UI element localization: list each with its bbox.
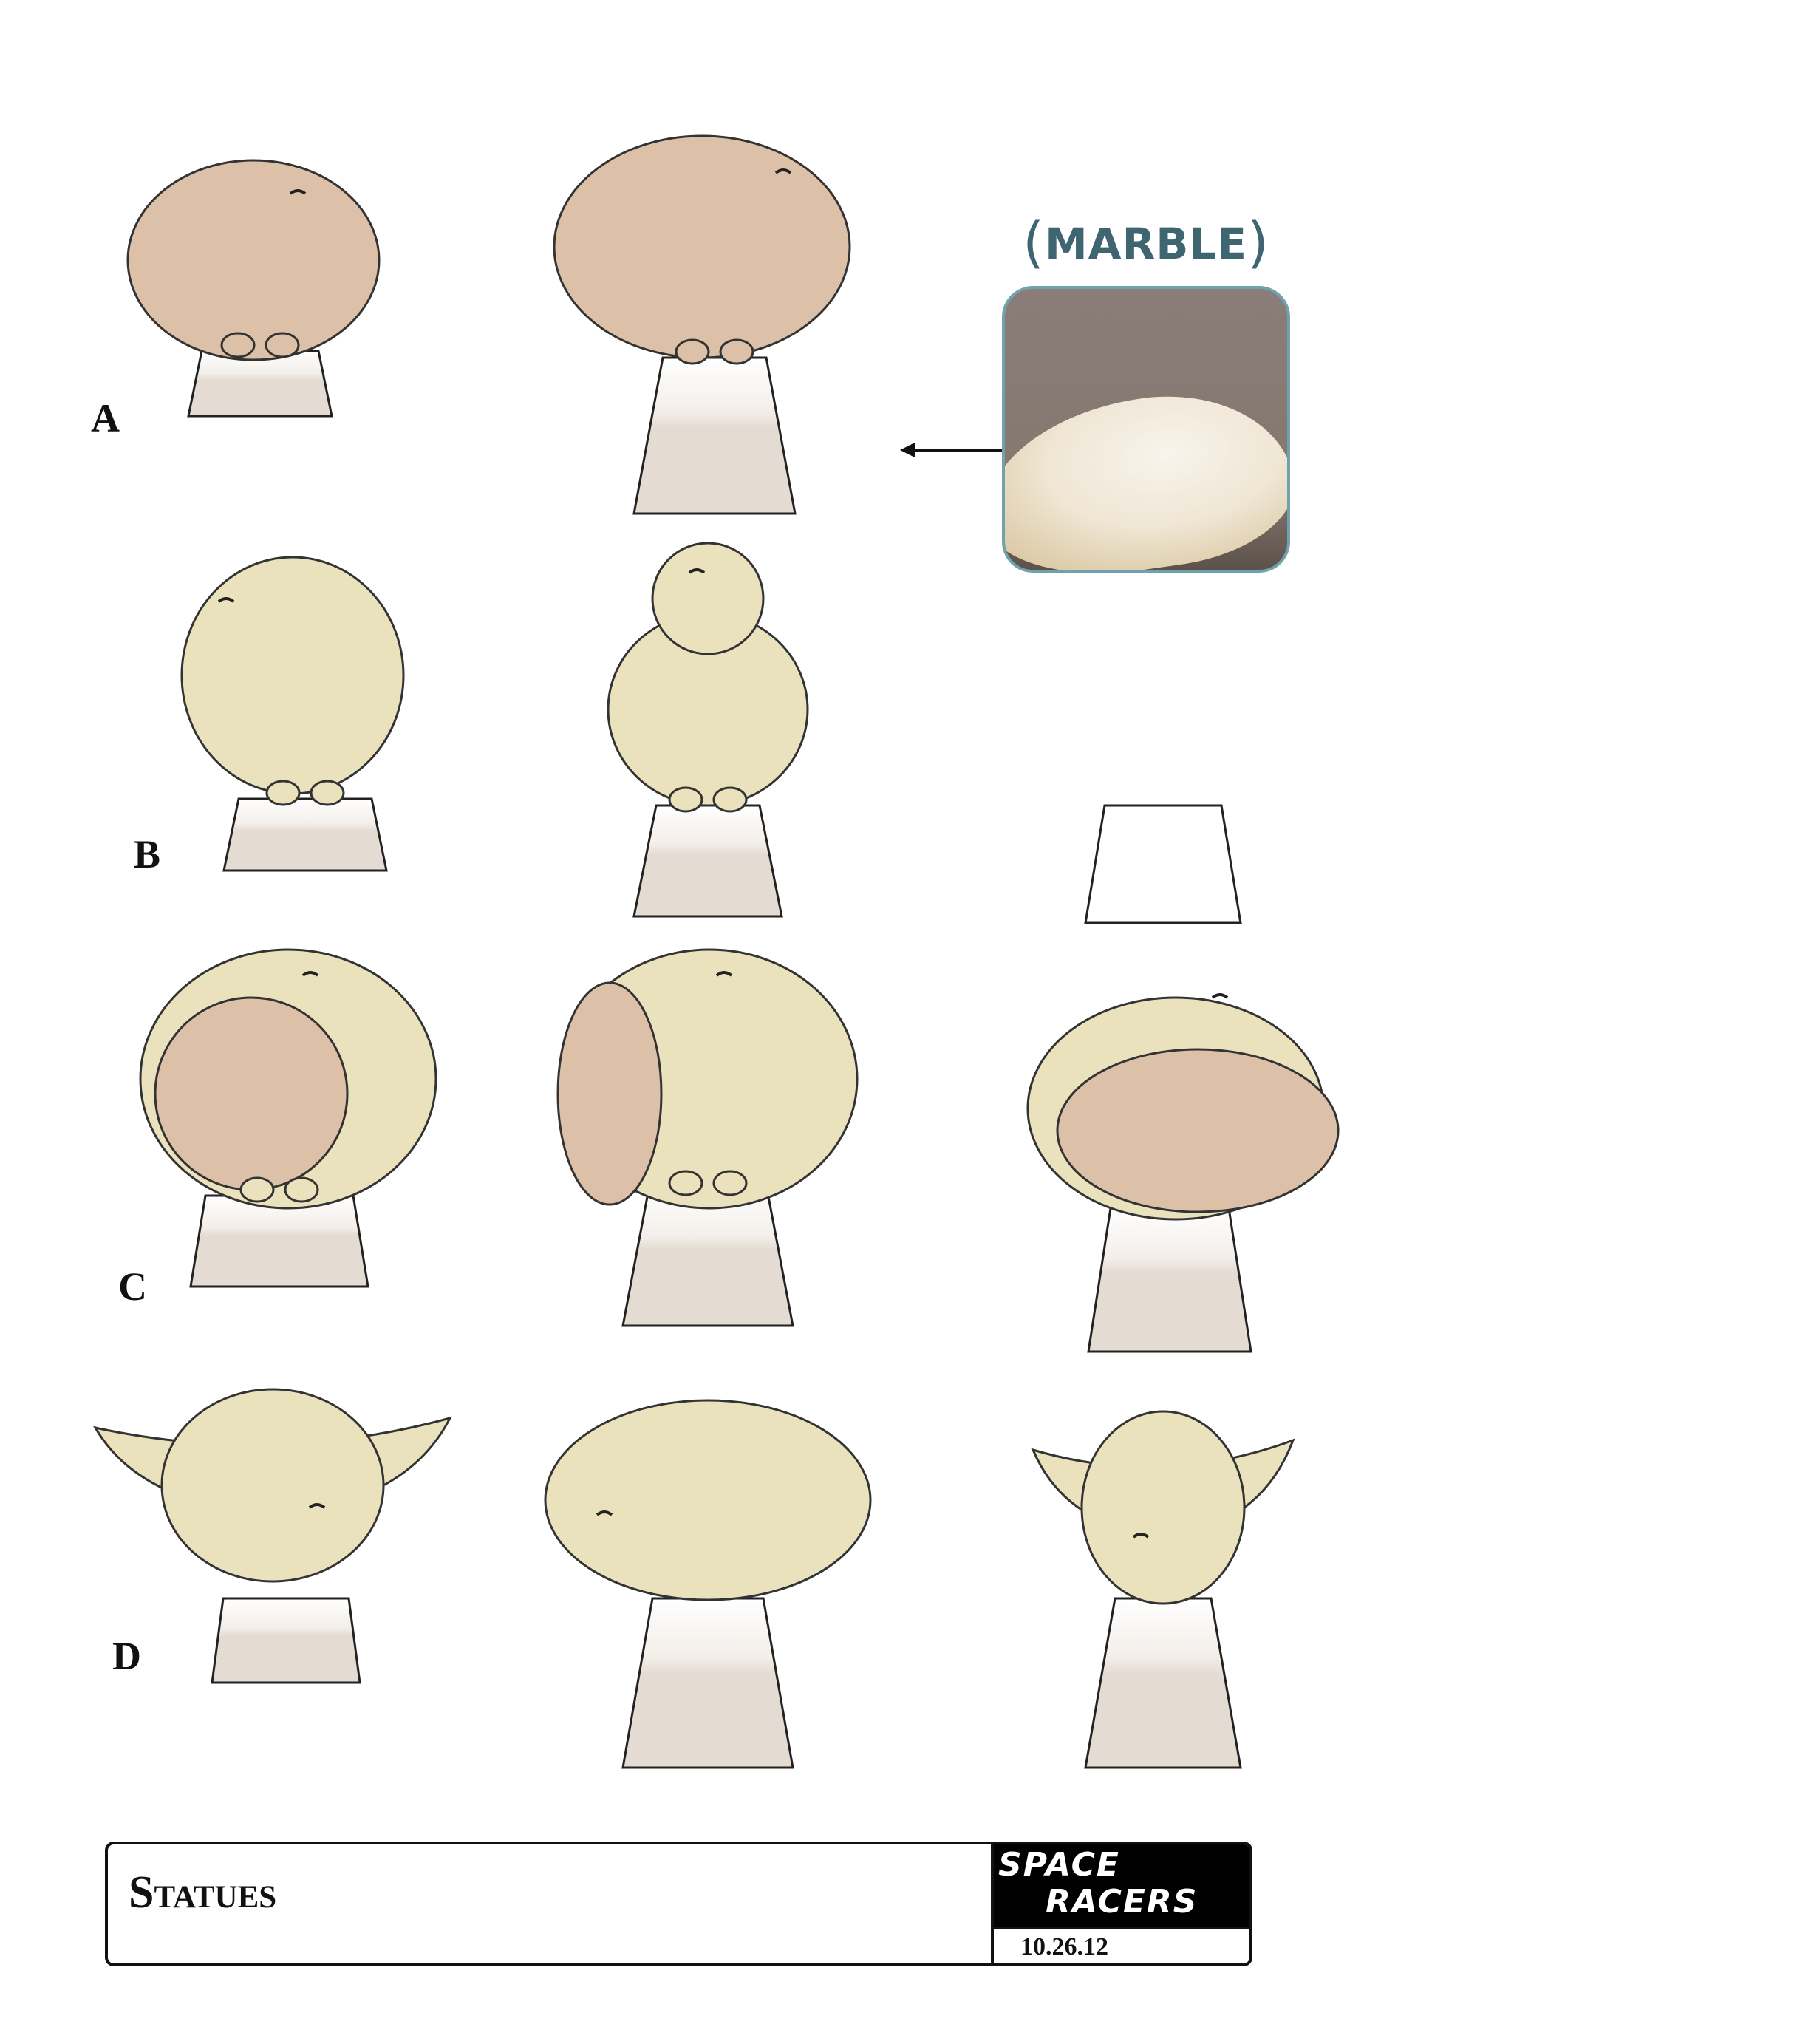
statue-d2 — [544, 1399, 872, 1769]
statue-body — [126, 159, 381, 361]
statue-body — [544, 1399, 872, 1601]
statue-c3 — [1026, 993, 1340, 1353]
statue-body-secondary — [556, 981, 663, 1206]
pedestal — [189, 1194, 369, 1288]
statue-foot — [239, 1176, 275, 1203]
statue-body — [180, 556, 405, 795]
statue-c2 — [556, 948, 859, 1327]
pedestal — [1087, 1207, 1252, 1353]
eye-mark — [688, 568, 706, 574]
row-label-d: D — [112, 1634, 141, 1678]
logo-line-2: RACERS — [1046, 1883, 1198, 1921]
statue-foot — [712, 1170, 748, 1196]
eye-mark — [1211, 993, 1229, 999]
pedestal — [632, 356, 797, 515]
pedestal — [632, 804, 783, 918]
statue-b2 — [607, 542, 809, 918]
eye-mark — [596, 1510, 613, 1516]
marble-stone — [1005, 378, 1287, 570]
pedestal — [222, 797, 388, 872]
pedestal — [621, 1188, 794, 1327]
sheet-title: Statues — [129, 1867, 277, 1918]
eye-mark — [217, 597, 235, 603]
pedestal — [1084, 804, 1242, 924]
statue-foot — [675, 338, 710, 365]
statue-a1 — [126, 159, 381, 418]
empty-pedestal — [1084, 804, 1242, 924]
statue-b1 — [180, 556, 405, 872]
sheet-date: 10.26.12 — [1020, 1933, 1108, 1960]
statue-body — [553, 134, 851, 359]
statue-c1 — [139, 948, 437, 1288]
eye-mark — [289, 189, 307, 195]
eye-mark — [774, 168, 792, 174]
marble-reference-label: (MARBLE) — [1023, 211, 1269, 275]
pedestal — [211, 1597, 361, 1684]
statue-foot — [220, 332, 256, 358]
statue-body-secondary — [1056, 1048, 1340, 1213]
pedestal — [1084, 1597, 1242, 1769]
statue-a2 — [553, 134, 851, 515]
marble-reference-photo — [1002, 286, 1290, 573]
statue-foot — [284, 1176, 319, 1203]
eye-mark — [301, 971, 319, 977]
space-racers-logo: SPACE RACERS — [991, 1844, 1249, 1927]
statue-foot — [668, 786, 703, 813]
logo-line-1: SPACE — [998, 1846, 1120, 1884]
eye-mark — [1132, 1533, 1150, 1539]
statue-body — [1080, 1410, 1246, 1605]
eye-mark — [715, 971, 733, 977]
statue-foot — [712, 786, 748, 813]
statue-body — [160, 1388, 385, 1583]
arrow-left-icon — [900, 443, 1002, 457]
marble-label-text: MARBLE — [1044, 219, 1248, 269]
statue-head — [651, 542, 765, 655]
date-cell: 10.26.12 — [991, 1927, 1249, 1963]
title-block: Statues SPACE RACERS 10.26.12 — [105, 1842, 1252, 1966]
statue-foot — [719, 338, 754, 365]
row-label-b: B — [134, 832, 161, 876]
row-label-a: A — [91, 396, 120, 440]
statue-foot — [265, 780, 301, 806]
row-label-c: C — [118, 1264, 147, 1309]
statue-foot — [265, 332, 300, 358]
statue-foot — [310, 780, 345, 806]
statue-foot — [668, 1170, 703, 1196]
statue-body-secondary — [154, 996, 349, 1191]
pedestal — [621, 1597, 794, 1769]
statue-d3 — [1031, 1410, 1295, 1769]
eye-mark — [308, 1503, 326, 1509]
statue-d1 — [93, 1388, 452, 1684]
